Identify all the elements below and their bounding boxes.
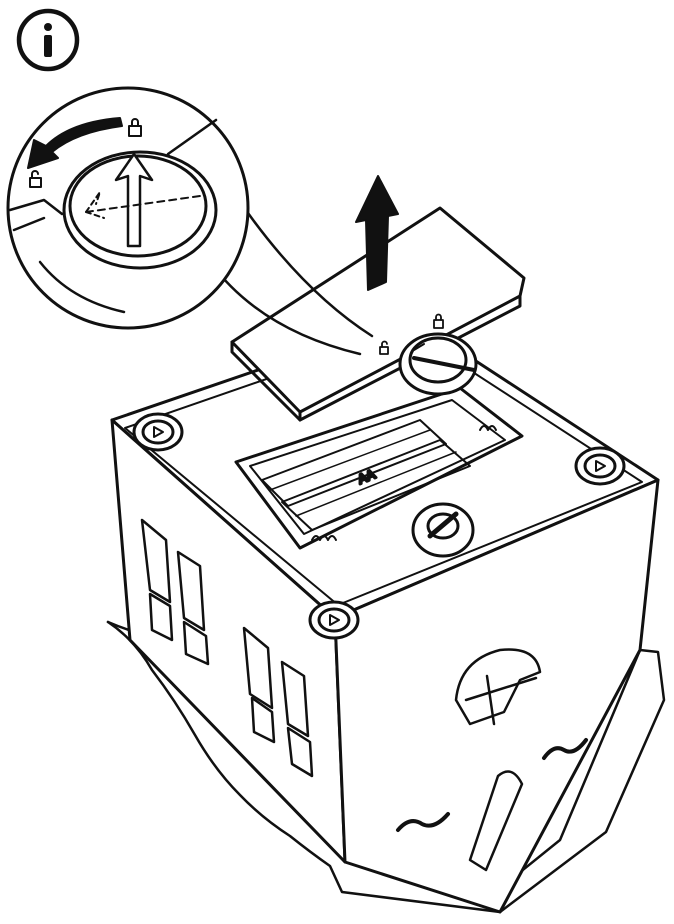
- corner-screw-right: [574, 446, 626, 486]
- zoom-callout: [6, 86, 374, 356]
- rotate-arrow-icon: [27, 117, 123, 169]
- battery-compartment: [234, 386, 524, 558]
- lift-arrow-icon: [355, 175, 399, 291]
- unlock-icon: [379, 340, 389, 355]
- corner-screw-left: [132, 412, 184, 452]
- screw-icon: [411, 502, 475, 558]
- info-icon: [16, 8, 80, 72]
- unlock-icon: [29, 170, 42, 188]
- right-face-decor: [396, 648, 588, 872]
- battery-cover: [230, 206, 526, 422]
- lock-icon: [128, 118, 142, 137]
- base-plate: [106, 620, 666, 914]
- corner-screw-front: [308, 600, 360, 640]
- left-face-windows: [140, 518, 314, 778]
- lock-icon: [433, 313, 444, 329]
- house-box: [110, 316, 660, 914]
